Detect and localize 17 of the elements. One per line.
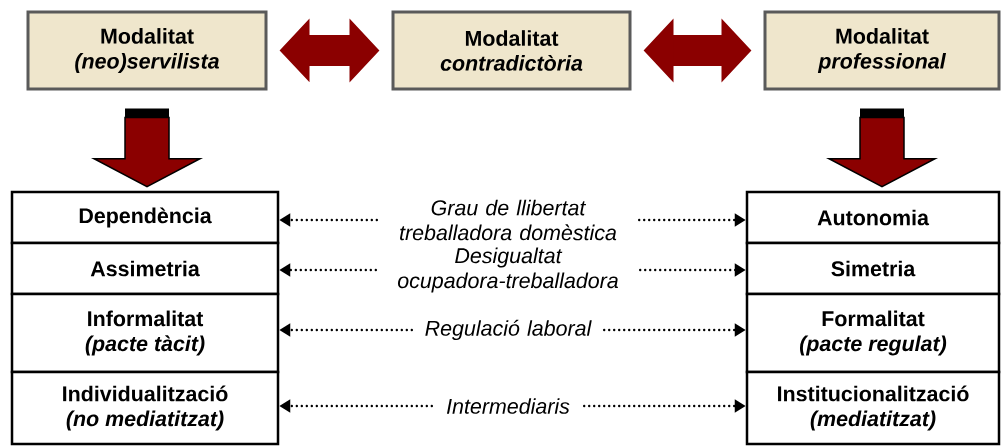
- modality-box: Modalitat contradictòria: [391, 10, 632, 91]
- trait-box: Dependència: [10, 190, 280, 245]
- dimension-label: Intermediaris: [446, 398, 570, 414]
- dimension-label: Regulació laboral: [425, 319, 592, 341]
- modality-box: Modalitat professional: [763, 10, 1001, 91]
- trait-box: Autonomia: [745, 190, 1001, 245]
- modality-box: Modalitat (neo)servilista: [26, 10, 268, 91]
- trait-box: Formalitat (pacte regulat): [745, 292, 1001, 374]
- trait-box: Informalitat (pacte tàcit): [10, 292, 280, 374]
- dimension-label: Grau de llibertat treballadora domèstica: [400, 199, 617, 241]
- block-arrow: [91, 116, 204, 188]
- trait-box: Simetria: [745, 241, 1001, 296]
- trait-box: Individualització (no mediatitzat): [10, 370, 280, 446]
- dimension-label: Desigualtat ocupadora-treballadora: [397, 247, 618, 293]
- trait-box: Institucionalització (mediatitzat): [745, 370, 1001, 446]
- block-arrow: [825, 116, 939, 188]
- trait-box: Assimetria: [10, 241, 280, 296]
